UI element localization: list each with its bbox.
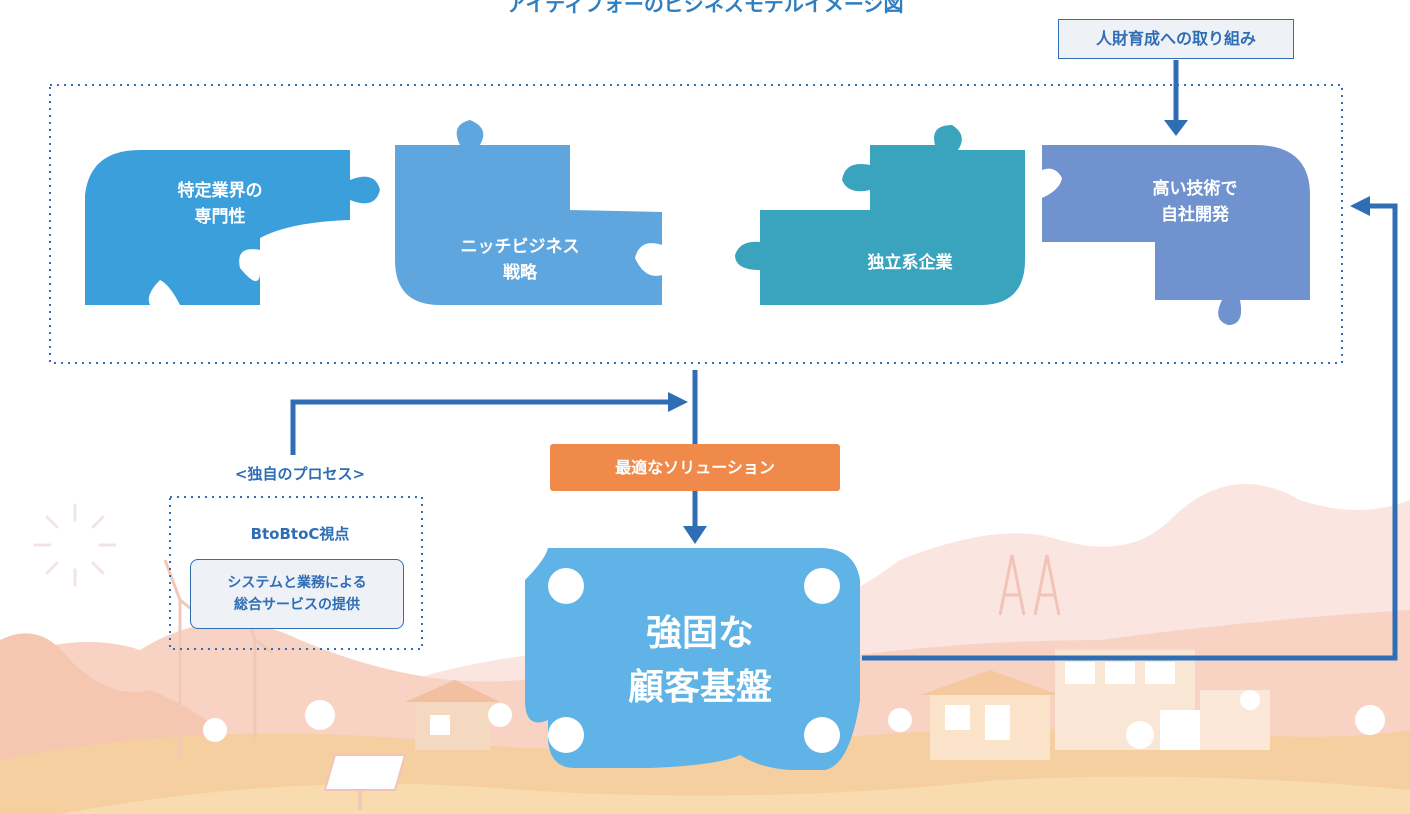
sun-icon (33, 503, 117, 587)
label-tech-line2: 自社開発 (1161, 205, 1229, 225)
house-icon (405, 680, 500, 750)
label-niche-line2: 戦略 (503, 263, 537, 283)
label-niche: ニッチビジネス 戦略 (420, 234, 620, 286)
puzzle-notch (804, 717, 840, 753)
optimal-solution-box: 最適なソリューション (550, 444, 840, 491)
label-niche-line1: ニッチビジネス (460, 237, 580, 257)
service-line2: 総合サービスの提供 (234, 597, 360, 613)
label-independent: 独立系企業 (867, 253, 953, 273)
arrowhead-right (668, 392, 688, 412)
house-icon (920, 670, 1060, 760)
label-industry-line1: 特定業界の (177, 181, 263, 201)
hr-effort-box: 人財育成への取り組み (1058, 19, 1294, 59)
solar-panel-icon (323, 754, 407, 810)
arrowhead-left (1350, 196, 1370, 216)
tree-icon (203, 690, 1385, 749)
pylon-icon (998, 554, 1061, 616)
building-icon (1055, 650, 1270, 750)
puzzle-notch (548, 717, 584, 753)
business-model-frame (49, 84, 1343, 364)
process-title: <独自のプロセス> (234, 465, 366, 483)
diagram-title: アイティフォーのビジネスモデルイメージ図 (506, 0, 904, 16)
puzzle-piece-independent (735, 125, 1025, 305)
label-industry: 特定業界の 専門性 (120, 178, 320, 230)
btobtoc-viewpoint: BtoBtoC視点 (250, 525, 350, 543)
puzzle-piece-niche (395, 120, 662, 305)
label-industry-line2: 専門性 (194, 207, 246, 227)
customer-base-piece (525, 548, 860, 770)
service-line1: システムと業務による (227, 575, 367, 591)
customer-base-line2: 顧客基盤 (627, 667, 772, 708)
arrow-process-to-stem (290, 399, 670, 455)
customer-base-label: 強固な 顧客基盤 (590, 607, 810, 715)
process-frame (169, 496, 423, 650)
label-tech-line1: 高い技術で (1152, 179, 1238, 199)
foreground-ground (60, 776, 1410, 814)
customer-base-line1: 強固な (645, 613, 754, 654)
total-service-box: システムと業務による 総合サービスの提供 (190, 559, 404, 629)
puzzle-notch (804, 568, 840, 604)
arrowhead-down (1164, 120, 1188, 136)
puzzle-piece-tech (1042, 145, 1310, 325)
label-tech: 高い技術で 自社開発 (1095, 176, 1295, 228)
puzzle-piece-industry (85, 150, 380, 305)
arrowhead-down (683, 526, 707, 544)
arrow-feedback-loop (862, 203, 1398, 661)
puzzle-notch (548, 568, 584, 604)
